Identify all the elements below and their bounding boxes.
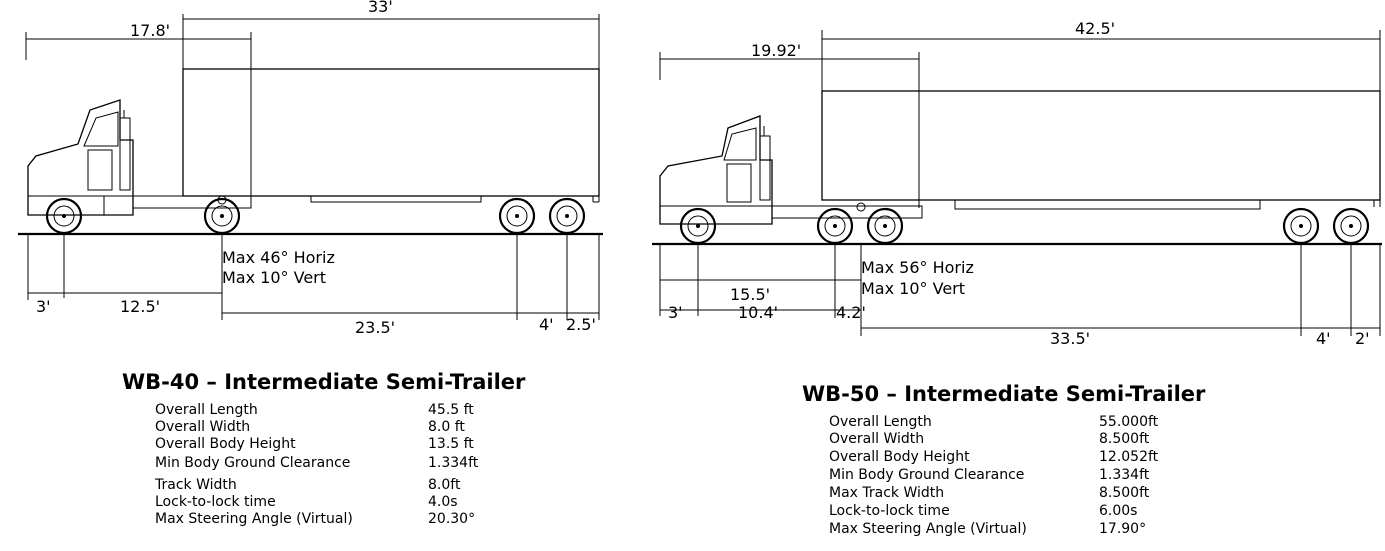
- wb50-bottom-dimensions: [659, 244, 1381, 336]
- spec-value: 12.052ft: [1099, 449, 1159, 465]
- wb50-dim-fifth-wheel: 4.2': [836, 303, 866, 322]
- wb40-dim-front-overhang: 3': [36, 297, 51, 316]
- spec-value: 4.0s: [428, 494, 458, 510]
- spec-label: Max Track Width: [829, 485, 944, 501]
- spec-value: 8.500ft: [1099, 485, 1150, 501]
- spec-value: 1.334ft: [428, 455, 479, 471]
- spec-label: Lock-to-lock time: [829, 503, 950, 519]
- wb50-top-dimensions: [659, 30, 1381, 208]
- wb50-title: WB-50 – Intermediate Semi-Trailer: [802, 382, 1206, 406]
- wb50-diagram: [652, 30, 1382, 336]
- spec-value: 8.0 ft: [428, 419, 465, 435]
- wb40-dim-rear-overhang: 2.5': [566, 315, 596, 334]
- wb50-dim-rear-overhang: 2': [1355, 329, 1370, 348]
- wb50-note-horiz: Max 56° Horiz: [861, 258, 974, 277]
- wb40-diagram: [18, 14, 603, 320]
- wb40-note-vert: Max 10° Vert: [222, 268, 326, 287]
- spec-value: 45.5 ft: [428, 402, 474, 418]
- spec-label: Min Body Ground Clearance: [829, 467, 1024, 483]
- wb40-bottom-dimensions: [27, 234, 600, 320]
- wb50-dim-front-overhang: 3': [668, 303, 683, 322]
- spec-label: Overall Body Height: [155, 436, 296, 452]
- spec-label: Track Width: [154, 477, 237, 493]
- spec-label: Max Steering Angle (Virtual): [155, 511, 353, 527]
- wb50-dim-tandem: 4': [1316, 329, 1331, 348]
- spec-value: 17.90°: [1099, 521, 1146, 537]
- wb50-dim-wheelbase1: 10.4': [738, 303, 778, 322]
- wb40-title: WB-40 – Intermediate Semi-Trailer: [122, 370, 526, 394]
- spec-label: Lock-to-lock time: [155, 494, 276, 510]
- spec-label: Overall Width: [829, 431, 924, 447]
- spec-value: 8.0ft: [428, 477, 461, 493]
- spec-value: 13.5 ft: [428, 436, 474, 452]
- wb40-dim-kingpin: 17.8': [130, 21, 170, 40]
- wb40-top-dimensions: [25, 14, 600, 206]
- wb50-dim-trailer-length: 42.5': [1075, 19, 1115, 38]
- spec-label: Min Body Ground Clearance: [155, 455, 350, 471]
- spec-value: 6.00s: [1099, 503, 1137, 519]
- spec-label: Overall Width: [155, 419, 250, 435]
- spec-label: Overall Length: [155, 402, 258, 418]
- spec-value: 8.500ft: [1099, 431, 1150, 447]
- wb50-dim-wheelbase2: 33.5': [1050, 329, 1090, 348]
- wb50-dim-kingpin: 19.92': [751, 41, 801, 60]
- spec-label: Overall Length: [829, 414, 932, 430]
- spec-value: 55.000ft: [1099, 414, 1159, 430]
- spec-value: 1.334ft: [1099, 467, 1150, 483]
- wb50-wheels: [679, 207, 1370, 245]
- wb40-dim-trailer-length: 33': [368, 0, 393, 16]
- spec-value: 20.30°: [428, 511, 475, 527]
- wb40-dim-tandem: 4': [539, 315, 554, 334]
- wb40-trailer: [182, 68, 600, 203]
- wb40-note-horiz: Max 46° Horiz: [222, 248, 335, 267]
- wb40-spec-table: Overall Length 45.5 ft Overall Width 8.0…: [154, 402, 479, 527]
- wb50-dim-tractor-length: 15.5': [730, 285, 770, 304]
- wb40-dim-wheelbase2: 23.5': [355, 318, 395, 337]
- spec-label: Overall Body Height: [829, 449, 970, 465]
- wb40-wheels: [45, 197, 586, 235]
- wb50-tractor: [659, 115, 923, 225]
- wb50-trailer: [821, 90, 1381, 210]
- spec-label: Max Steering Angle (Virtual): [829, 521, 1027, 537]
- wb40-dim-wheelbase1: 12.5': [120, 297, 160, 316]
- wb50-note-vert: Max 10° Vert: [861, 279, 965, 298]
- wb40-tractor: [27, 99, 252, 216]
- wb50-spec-table: Overall Length 55.000ft Overall Width 8.…: [829, 414, 1159, 537]
